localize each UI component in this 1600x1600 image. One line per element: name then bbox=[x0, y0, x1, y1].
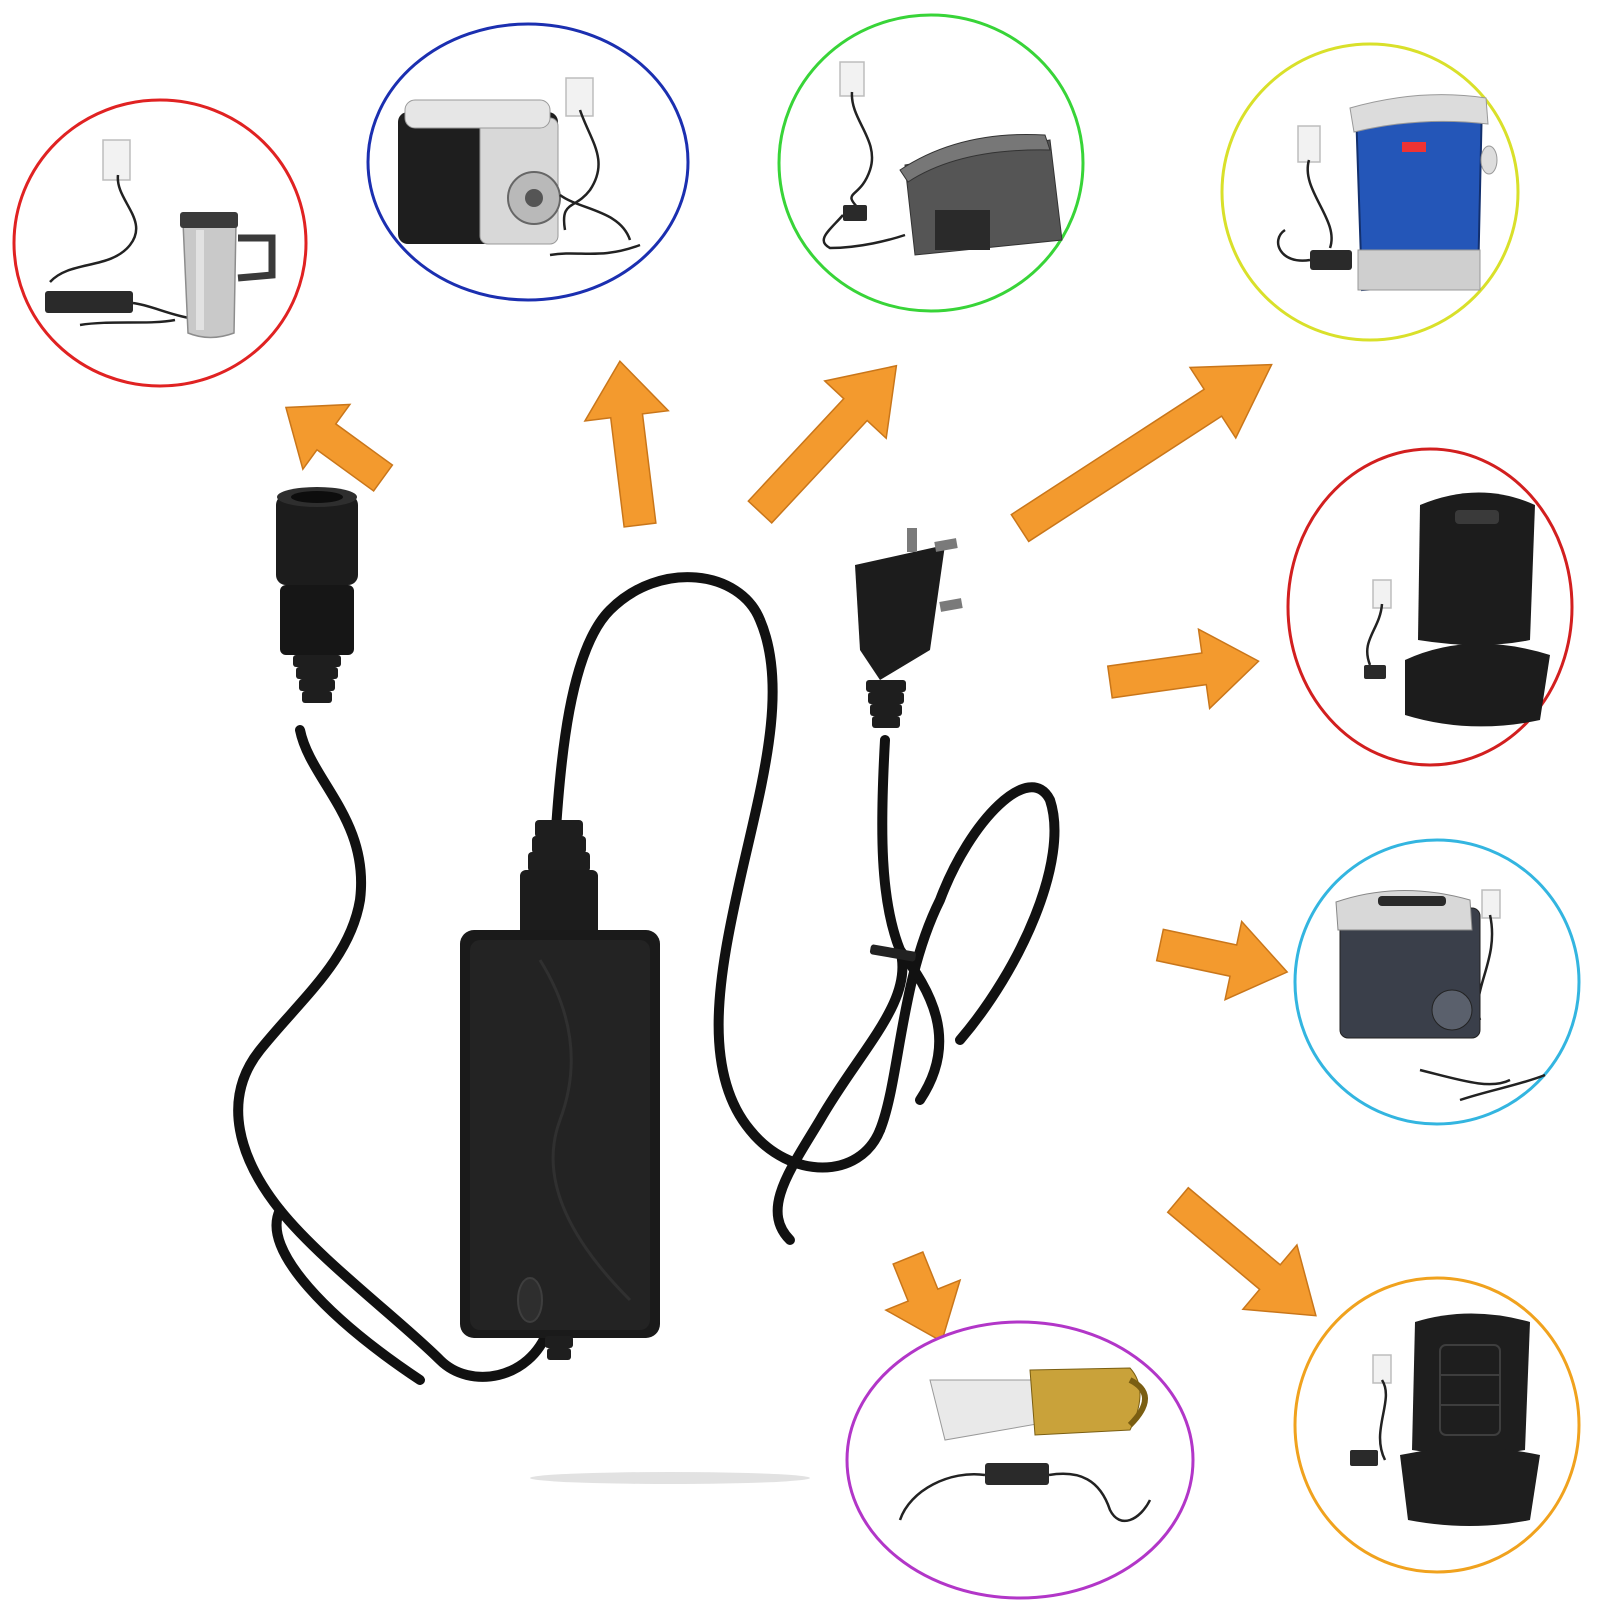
wall-outlet-icon bbox=[1372, 579, 1392, 609]
arrow-to-heated-seat bbox=[1166, 1186, 1317, 1317]
arrows bbox=[284, 360, 1317, 1343]
wall-outlet-icon bbox=[102, 139, 131, 181]
massage-seat-icon bbox=[1405, 492, 1550, 727]
device-car-vacuum bbox=[845, 1320, 1195, 1600]
arrow-to-massage-seat bbox=[1106, 627, 1260, 710]
arrow-to-grey-cooler bbox=[747, 364, 898, 524]
wall-outlet-icon bbox=[839, 61, 865, 97]
wall-outlet-icon bbox=[1481, 889, 1501, 919]
mini-fridge-icon bbox=[398, 99, 561, 245]
power-led-icon bbox=[517, 1277, 543, 1323]
arrow-to-mini-fridge bbox=[583, 360, 670, 528]
device-massage-seat bbox=[1286, 447, 1574, 767]
ring-car-vacuum bbox=[845, 1320, 1195, 1600]
arrow-to-blue-cooler bbox=[1010, 363, 1273, 543]
ring-travel-mug bbox=[12, 98, 308, 388]
mains-plug-icon bbox=[855, 528, 963, 728]
adapter-shadow bbox=[530, 1472, 810, 1484]
power-brick-icon bbox=[1310, 250, 1352, 270]
strain-relief-bottom bbox=[545, 1336, 573, 1360]
heated-seat-icon bbox=[1400, 1313, 1540, 1526]
strain-relief-top bbox=[520, 820, 598, 940]
travel-mug-icon bbox=[180, 212, 276, 339]
power-brick-icon bbox=[1350, 1450, 1378, 1466]
handheld-vacuum-icon bbox=[929, 1367, 1148, 1441]
wall-outlet-icon bbox=[1297, 125, 1321, 163]
power-cable-icon bbox=[233, 572, 1060, 1385]
arrow-to-portable-fridge bbox=[1155, 919, 1289, 1002]
adapter-main bbox=[233, 487, 1060, 1484]
device-portable-fridge bbox=[1293, 838, 1581, 1126]
portable-fridge-icon bbox=[1335, 890, 1481, 1039]
device-mini-fridge-white bbox=[366, 22, 690, 302]
wall-outlet-icon bbox=[1372, 1354, 1392, 1384]
power-brick-icon bbox=[985, 1463, 1049, 1485]
arrow-to-mug bbox=[284, 403, 394, 492]
adapter-brick-icon bbox=[460, 930, 660, 1338]
blue-cooler-icon bbox=[1349, 94, 1498, 292]
power-brick-icon bbox=[45, 291, 133, 313]
cable-tie bbox=[869, 944, 917, 962]
arrow-to-vacuum bbox=[884, 1251, 962, 1343]
cooler-box-icon bbox=[899, 133, 1063, 256]
car-socket-icon bbox=[276, 487, 358, 703]
power-brick-icon bbox=[843, 205, 867, 221]
device-grey-cooler bbox=[777, 13, 1085, 313]
power-brick-icon bbox=[1364, 665, 1386, 679]
device-heated-seat bbox=[1293, 1276, 1581, 1574]
device-blue-cooler bbox=[1220, 42, 1520, 342]
wall-outlet-icon bbox=[565, 77, 594, 117]
device-travel-mug bbox=[12, 98, 308, 388]
